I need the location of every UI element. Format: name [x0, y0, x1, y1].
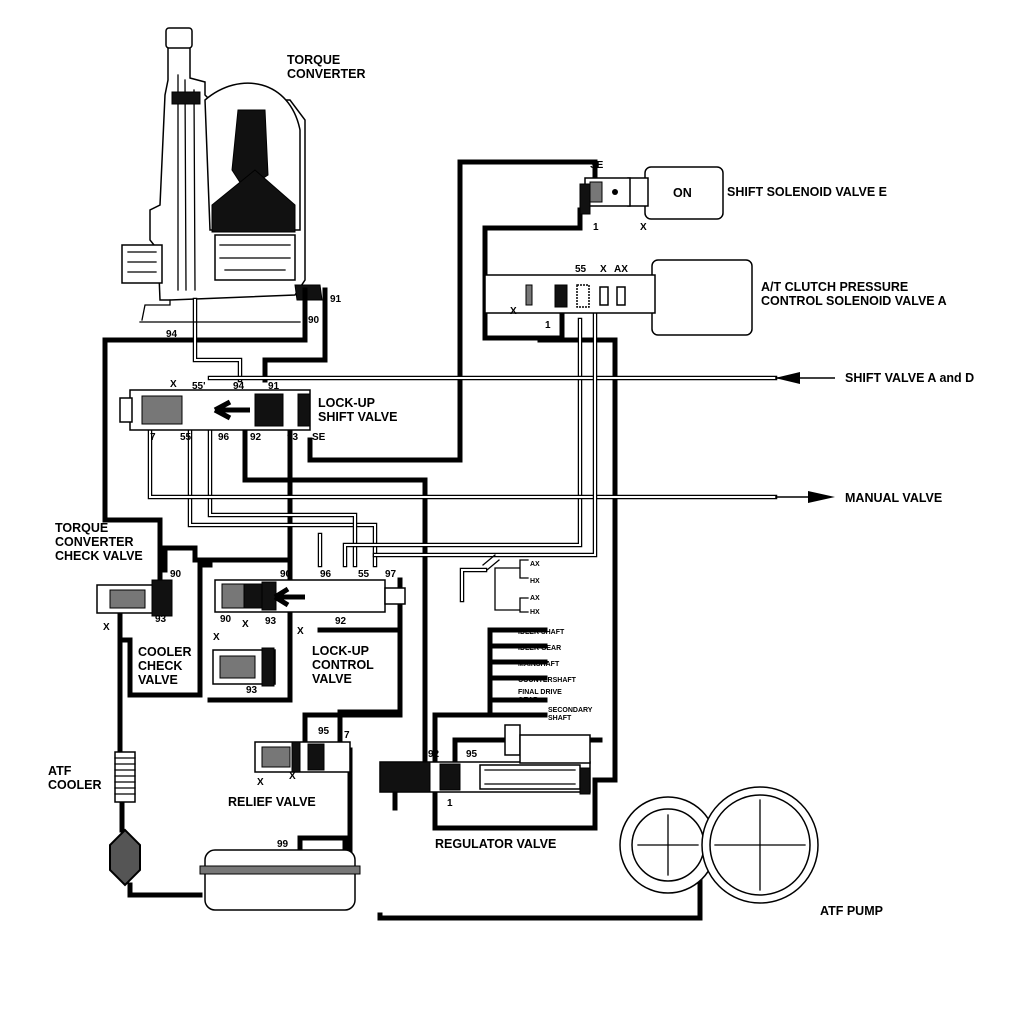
tc-check-label-1: TORQUE	[55, 521, 108, 535]
port-90b-lc: 90	[220, 614, 232, 625]
regulator-valve-label: REGULATOR VALVE	[435, 837, 556, 851]
shift-solenoid-valve-e: ON SE 1 X SHIFT SOLENOID VALVE E	[579, 160, 887, 233]
flow-arrows: SHIFT VALVE A and D MANUAL VALVE	[775, 371, 974, 505]
lockup-control-label-1: LOCK-UP	[312, 644, 369, 658]
low-pressure-passages	[139, 297, 778, 613]
lockup-shift-label-1: LOCK-UP	[318, 396, 375, 410]
port-93-tc: 93	[155, 614, 167, 625]
port-1-reg-a: 1	[392, 798, 398, 809]
tc-check-label-3: CHECK VALVE	[55, 549, 143, 563]
port-se-top: SE	[590, 160, 604, 171]
shift-solenoid-e-label: SHIFT SOLENOID VALVE E	[727, 185, 887, 199]
port-90-tc: 90	[170, 569, 182, 580]
port-90-lc: 90	[280, 569, 292, 580]
port-x-ls: X	[170, 379, 177, 390]
port-x-clutch: X	[510, 306, 517, 317]
port-x-a: X	[600, 264, 607, 275]
cooler-check-label-2: CHECK	[138, 659, 182, 673]
port-1-clutch: 1	[545, 320, 551, 331]
tc-check-label-2: CONVERTER	[55, 535, 133, 549]
lube-ax1: AX	[530, 561, 540, 568]
port-95-reg: 95	[466, 749, 478, 760]
port-x-tc: X	[103, 622, 110, 633]
port-x-sol-e: X	[640, 222, 647, 233]
port-93-cc: 93	[246, 685, 258, 696]
port-92-ls: 92	[250, 432, 262, 443]
shift-valve-ad-label: SHIFT VALVE A and D	[845, 371, 974, 385]
lube-hx1: HX	[530, 578, 540, 585]
port-94-ls: 94	[233, 381, 245, 392]
port-91-ls: 91	[268, 381, 280, 392]
atf-cooler: ATF COOLER	[48, 751, 141, 887]
clutch-solenoid-label-2: CONTROL SOLENOID VALVE A	[761, 294, 947, 308]
lube-final-drive-1: FINAL DRIVE	[518, 689, 562, 696]
port-7-ls: 7	[150, 432, 156, 443]
port-95-rv: 95	[318, 726, 330, 737]
port-97-lc: 97	[385, 569, 397, 580]
port-ax-a: AX	[614, 264, 628, 275]
lockup-shift-valve: X 55' 94 91 7 55 96 92 93 SE LOCK-UP SHI…	[119, 379, 397, 443]
lube-idler-shaft: IDLER SHAFT	[518, 629, 565, 636]
port-92-reg: 92	[428, 749, 440, 760]
atf-pan: 99	[199, 839, 361, 911]
lube-secondary-2: SHAFT	[548, 715, 572, 722]
port-7-rv: 7	[344, 730, 350, 741]
lube-final-drive-2: GEAR	[518, 697, 538, 704]
port-55-lc: 55	[358, 569, 370, 580]
tc-check-valve: 90 93 X TORQUE CONVERTER CHECK VALVE	[55, 521, 182, 633]
regulator-valve: 92 95 1 1 REGULATOR VALVE	[379, 724, 591, 851]
port-93-lc: 93	[265, 616, 277, 627]
port-x-rv2: X	[289, 771, 296, 782]
port-se-ls: SE	[312, 432, 326, 443]
relief-valve-label: RELIEF VALVE	[228, 795, 316, 809]
clutch-pressure-solenoid-a: 55 X AX X 1 A/T CLUTCH PRESSURE CONTROL …	[484, 259, 947, 336]
port-94-top: 94	[166, 329, 178, 340]
lube-secondary-1: SECONDARY	[548, 707, 593, 714]
atf-cooler-label-1: ATF	[48, 764, 72, 778]
port-91-top: 91	[330, 294, 342, 305]
torque-converter	[121, 27, 323, 301]
port-92-lc: 92	[335, 616, 347, 627]
lockup-shift-label-2: SHIFT VALVE	[318, 410, 397, 424]
torque-converter-label-1: TORQUE	[287, 53, 340, 67]
lube-circuit: AX HX AX HX IDLER SHAFT IDLER GEAR MAINS…	[482, 554, 593, 722]
lube-ax2: AX	[530, 595, 540, 602]
atf-pump: ATF PUMP	[619, 786, 883, 918]
port-55-a: 55	[575, 264, 587, 275]
relief-valve: 95 7 X X RELIEF VALVE	[228, 726, 351, 809]
port-99-pan: 99	[277, 839, 289, 850]
manual-valve-label: MANUAL VALVE	[845, 491, 942, 505]
lockup-control-label-3: VALVE	[312, 672, 352, 686]
port-96-ls: 96	[218, 432, 230, 443]
lockup-control-valve: 90 96 55 97 90 X 93 X 92 LOCK-UP CONTROL…	[214, 569, 406, 686]
line-pressure-passages	[102, 159, 703, 921]
port-x-cc: X	[213, 632, 220, 643]
cooler-check-valve: X 93 COOLER CHECK VALVE	[138, 632, 276, 696]
port-x-lc1: X	[242, 619, 249, 630]
solenoid-e-state: ON	[673, 186, 692, 200]
port-55p-ls: 55'	[192, 381, 206, 392]
cooler-check-label-3: VALVE	[138, 673, 178, 687]
lube-idler-gear: IDLER GEAR	[518, 645, 561, 652]
port-1-sol-e: 1	[593, 222, 599, 233]
lube-countershaft: COUNTERSHAFT	[518, 677, 577, 684]
torque-converter-label-2: CONVERTER	[287, 67, 365, 81]
port-x-rv1: X	[257, 777, 264, 788]
atf-pump-label: ATF PUMP	[820, 904, 883, 918]
cooler-check-label-1: COOLER	[138, 645, 191, 659]
lockup-control-label-2: CONTROL	[312, 658, 374, 672]
port-90-top: 90	[308, 315, 320, 326]
lube-hx2: HX	[530, 609, 540, 616]
port-93-ls: 93	[287, 432, 299, 443]
port-55-ls: 55	[180, 432, 192, 443]
atf-cooler-label-2: COOLER	[48, 778, 101, 792]
clutch-solenoid-label-1: A/T CLUTCH PRESSURE	[761, 280, 908, 294]
lube-mainshaft: MAINSHAFT	[518, 661, 560, 668]
port-x-lc2: X	[297, 626, 304, 637]
port-96-lc: 96	[320, 569, 332, 580]
port-1-reg-b: 1	[447, 798, 453, 809]
